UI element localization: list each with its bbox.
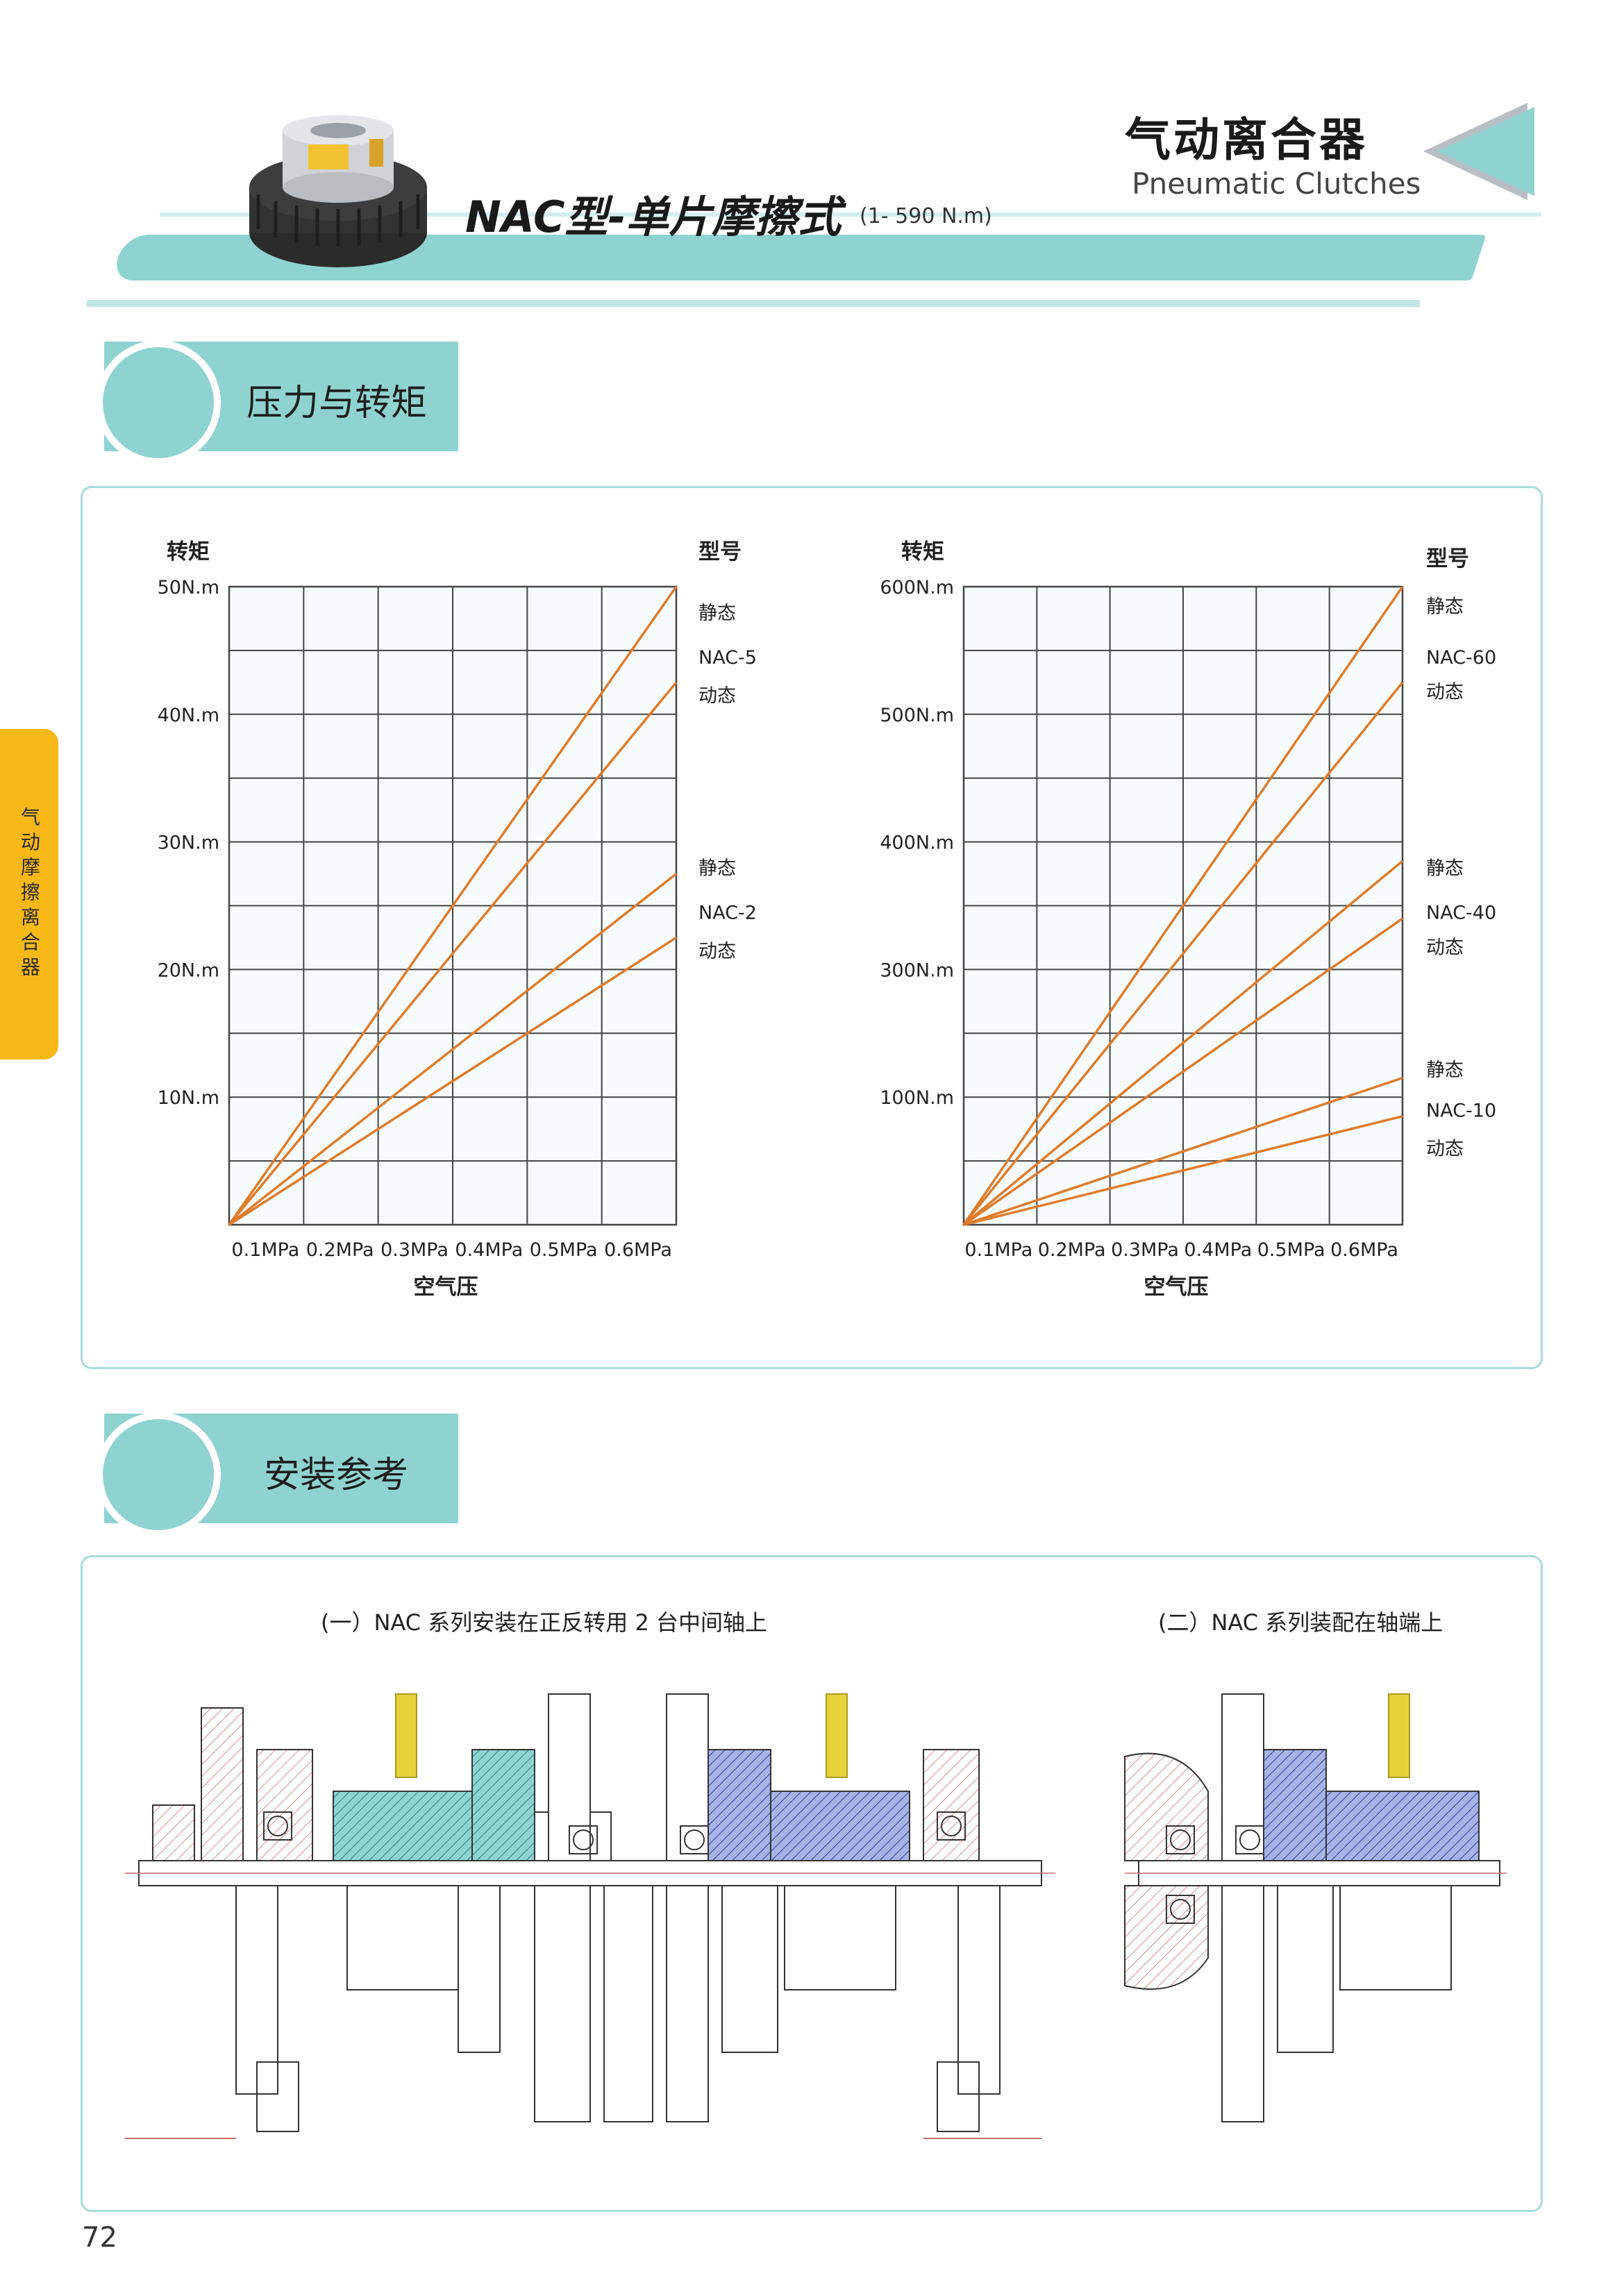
chart-y-tick-label: 300N.m xyxy=(880,960,954,981)
section-torque-title: 压力与转矩 xyxy=(246,383,428,424)
install-caption-left: (一）NAC 系列安装在正反转用 2 台中间轴上 xyxy=(321,1609,767,1636)
section-torque-circle xyxy=(96,340,221,465)
header-arrow-icon xyxy=(1423,103,1534,200)
chart-series-label: NAC-5 xyxy=(698,647,757,669)
chart-series-line xyxy=(962,917,1404,1226)
chart-series-label: 静态 xyxy=(698,857,736,879)
chart-y-tick-label: 400N.m xyxy=(880,832,954,854)
product-range: (1- 590 N.m) xyxy=(860,204,992,228)
page-number: 72 xyxy=(82,2222,117,2254)
chart-y-tick-label: 10N.m xyxy=(158,1087,219,1109)
chart-y-tick-label: 30N.m xyxy=(158,832,219,854)
chart-x-axis-title: 空气压 xyxy=(414,1275,478,1300)
install-caption-right: (二）NAC 系列装配在轴端上 xyxy=(1158,1609,1443,1636)
chart-x-tick-label: 0.4MPa xyxy=(1184,1239,1252,1261)
section-install-title: 安装参考 xyxy=(264,1455,409,1496)
chart-series-line xyxy=(228,873,678,1226)
chart-y-tick-label: 500N.m xyxy=(880,705,954,726)
chart-series-label: 静态 xyxy=(1426,1059,1464,1081)
chart-x-tick-label: 0.6MPa xyxy=(1330,1239,1398,1261)
chart-x-tick-label: 0.2MPa xyxy=(306,1239,374,1261)
chart-series-label: 动态 xyxy=(698,685,736,707)
product-title: NAC型-单片摩擦式 xyxy=(465,192,842,242)
chart-x-tick-label: 0.6MPa xyxy=(604,1239,672,1261)
chart-series-label: 动态 xyxy=(698,941,736,962)
install-drawing xyxy=(125,1693,1507,2139)
chart-series-label: NAC-40 xyxy=(1426,903,1496,924)
chart-series-label: 动态 xyxy=(1426,937,1464,958)
chart-series-label: 动态 xyxy=(1426,1139,1464,1160)
category-title-en: Pneumatic Clutches xyxy=(1132,167,1421,201)
side-tab-label: 气动摩擦离合器 xyxy=(18,807,41,982)
chart-x-tick-label: 0.4MPa xyxy=(455,1239,523,1261)
side-category-tab[interactable]: 气动摩擦离合器 xyxy=(0,729,58,1059)
header-top-line xyxy=(160,212,1541,217)
chart-x-axis-title: 空气压 xyxy=(1144,1275,1209,1300)
chart-series-label: 静态 xyxy=(1426,857,1464,879)
chart-x-tick-label: 0.5MPa xyxy=(1257,1239,1325,1261)
chart-series-line xyxy=(963,1115,1403,1226)
chart-series-label: NAC-2 xyxy=(698,903,757,924)
category-title-cn: 气动离合器 xyxy=(1125,113,1368,167)
chart-legend-title: 型号 xyxy=(1426,546,1469,571)
chart-legend-title: 型号 xyxy=(698,539,742,564)
chart-y-axis-title: 转矩 xyxy=(167,539,210,564)
chart-series-line xyxy=(228,936,677,1226)
chart-y-tick-label: 20N.m xyxy=(158,960,219,981)
chart-series-label: NAC-10 xyxy=(1426,1100,1496,1122)
chart-y-tick-label: 100N.m xyxy=(880,1087,954,1109)
chart-y-tick-label: 600N.m xyxy=(880,577,954,598)
chart-x-tick-label: 0.1MPa xyxy=(964,1239,1032,1261)
chart-x-tick-label: 0.2MPa xyxy=(1038,1239,1106,1261)
section-install-circle xyxy=(96,1412,221,1537)
chart-series-line xyxy=(962,586,1404,1225)
header-bottom-line xyxy=(87,300,1420,307)
chart-y-axis-title: 转矩 xyxy=(901,539,944,564)
chart-series-line xyxy=(963,1076,1403,1226)
chart-series-line xyxy=(228,681,678,1226)
chart-series-line xyxy=(962,681,1404,1226)
chart-x-tick-label: 0.3MPa xyxy=(380,1239,449,1261)
chart-series-label: 动态 xyxy=(1426,682,1464,703)
chart-x-tick-label: 0.5MPa xyxy=(530,1239,598,1261)
chart-series-label: 静态 xyxy=(1426,596,1464,618)
chart-y-tick-label: 50N.m xyxy=(158,577,219,598)
chart-x-tick-label: 0.1MPa xyxy=(231,1239,299,1261)
chart-series-line xyxy=(962,860,1404,1226)
clutch-product-image xyxy=(249,115,427,267)
chart-y-tick-label: 40N.m xyxy=(158,705,219,726)
chart-series-line xyxy=(228,585,678,1226)
chart-series-label: NAC-60 xyxy=(1426,647,1496,669)
chart-x-tick-label: 0.3MPa xyxy=(1111,1239,1179,1261)
chart-series-label: 静态 xyxy=(698,603,736,624)
